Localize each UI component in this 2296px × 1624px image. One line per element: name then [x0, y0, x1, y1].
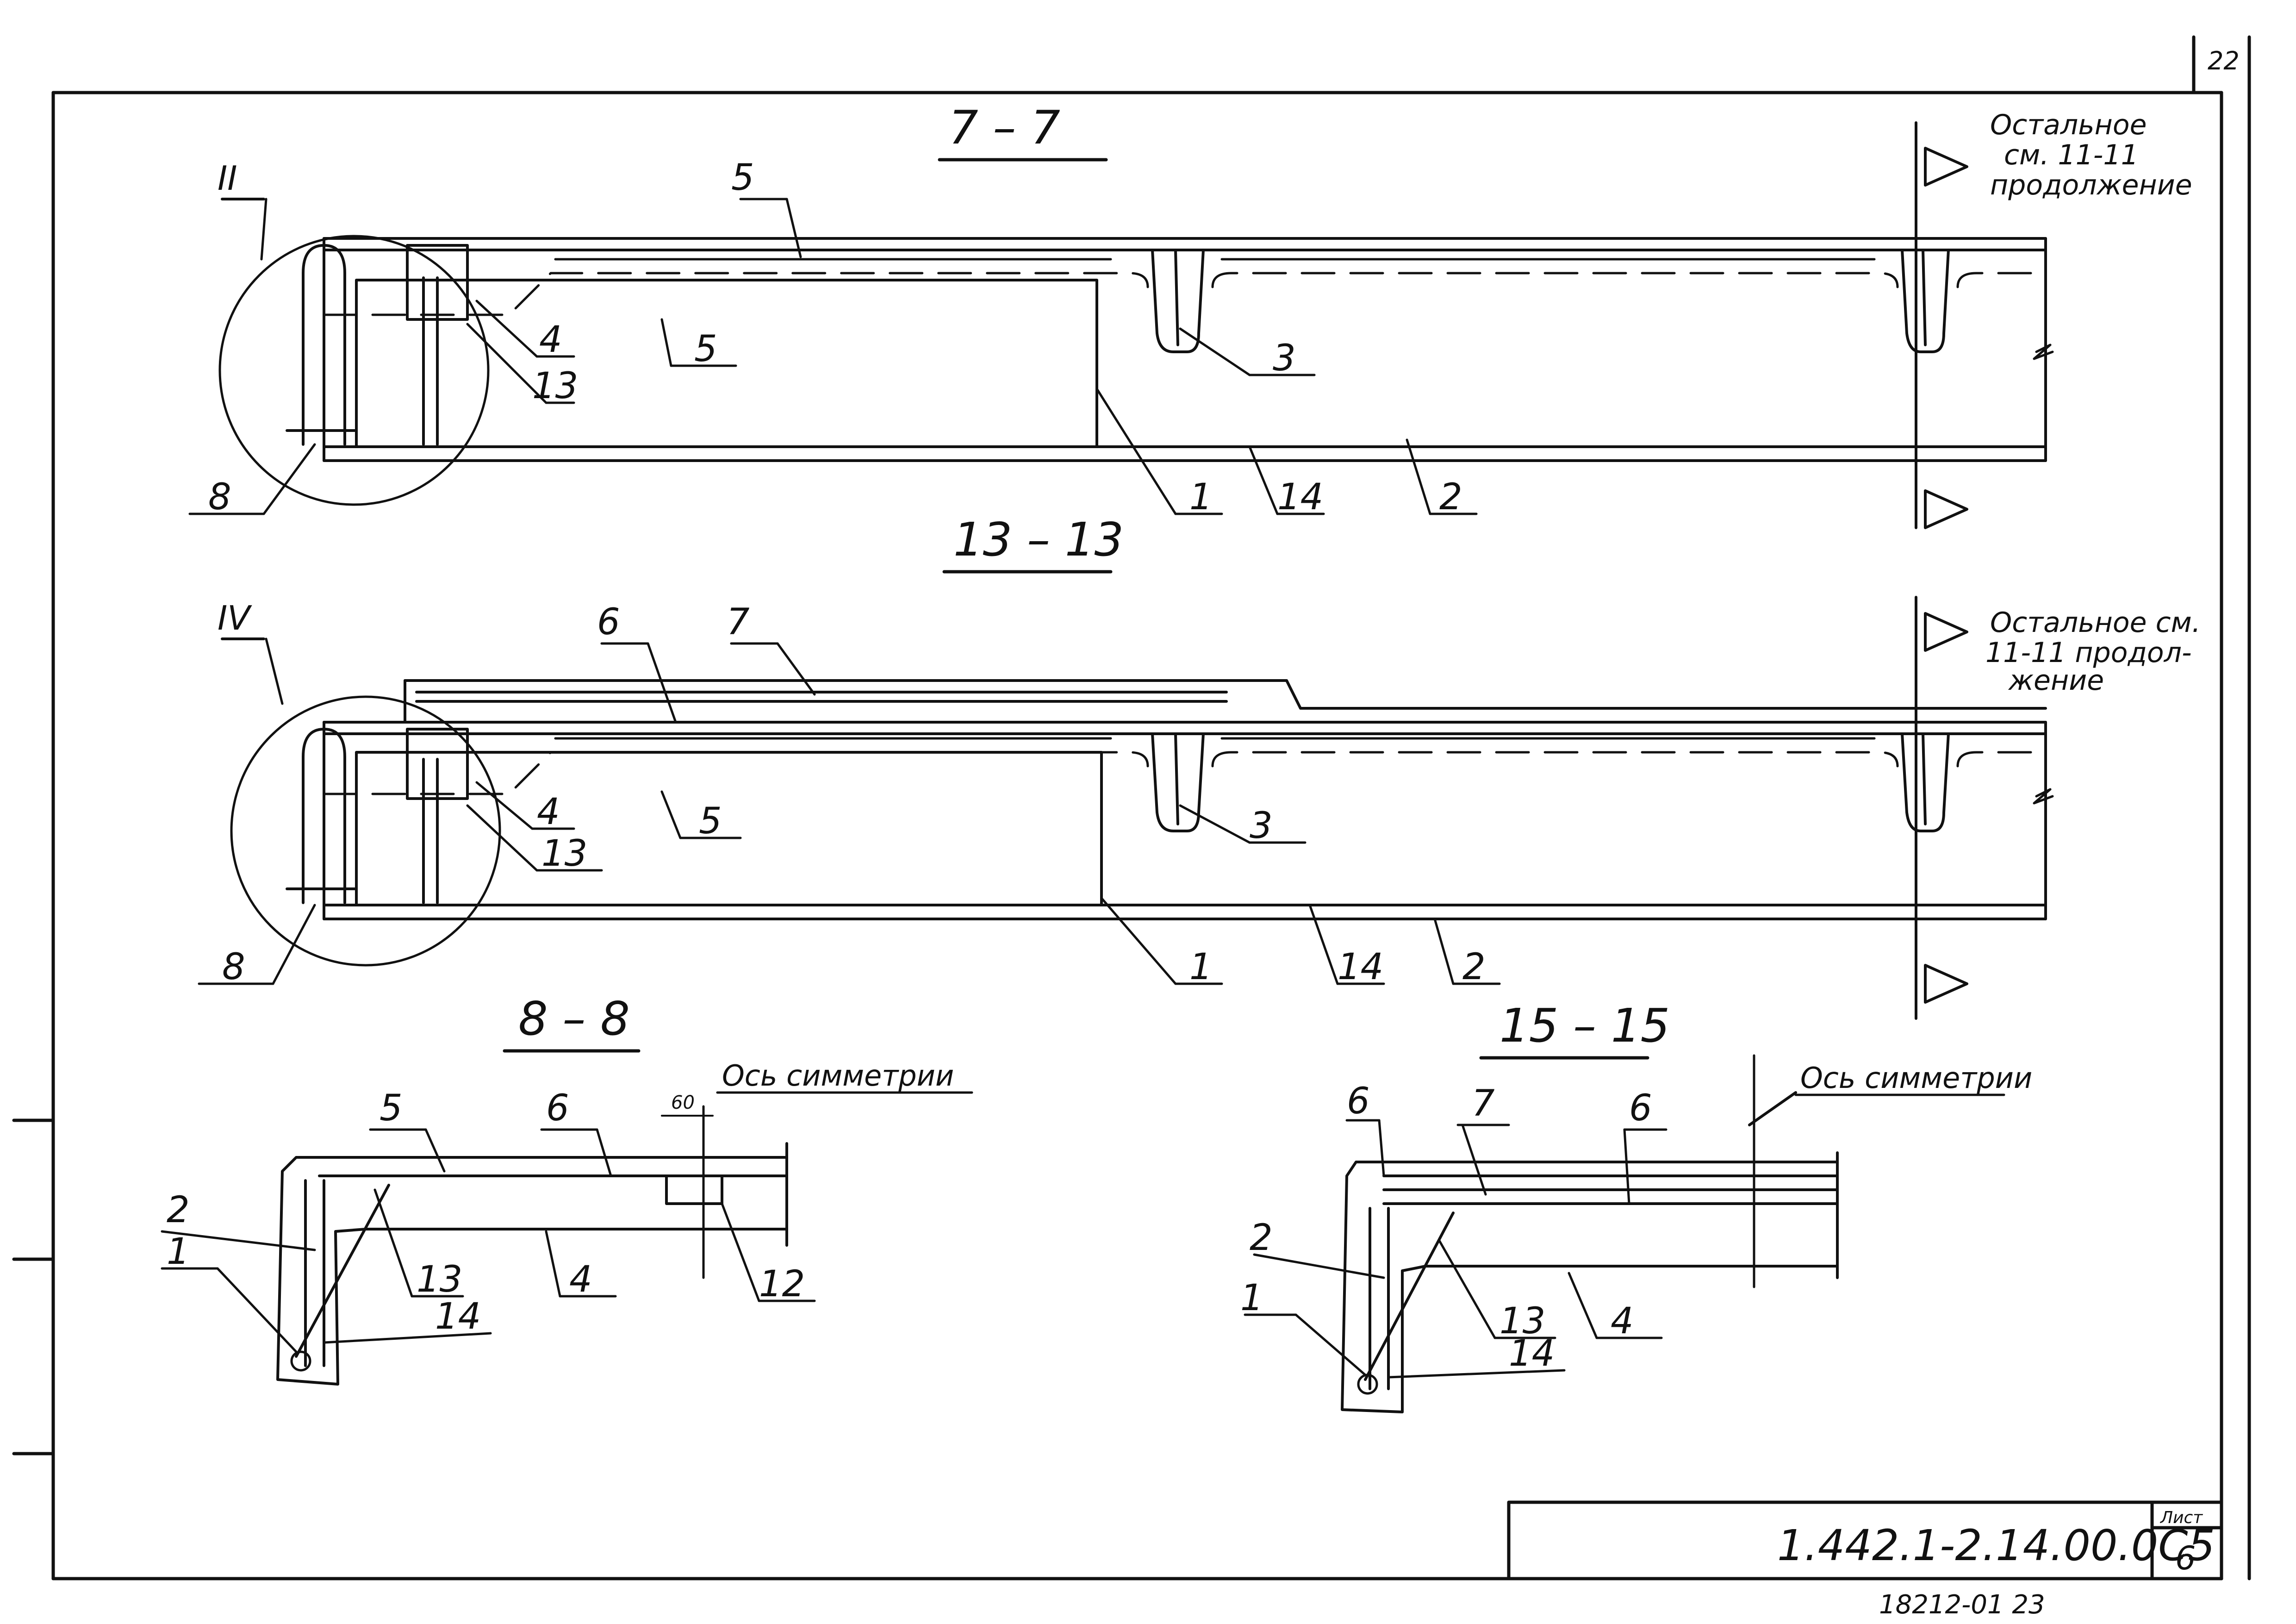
sheet-frame	[51, 35, 2251, 1580]
callout-2: 2	[1462, 946, 1486, 988]
note-line-3: продолжение	[1990, 169, 2192, 201]
callout-13: 13	[1500, 1300, 1545, 1342]
callout-4: 4	[539, 319, 562, 361]
section-title: 7 – 7	[949, 100, 1060, 155]
section-title: 15 – 15	[1500, 999, 1670, 1053]
callout-7: 7	[1472, 1083, 1495, 1124]
callout-6: 5	[731, 157, 754, 199]
section-title: 13 – 13	[953, 512, 1124, 567]
callout-1: 1	[1240, 1277, 1263, 1319]
callout-14: 14	[1509, 1333, 1555, 1374]
callout-2: 2	[167, 1189, 190, 1231]
note-line-1: Остальное см.	[1990, 606, 2201, 639]
callout-6: 6	[1629, 1087, 1652, 1129]
callout-14: 14	[435, 1296, 481, 1337]
callout-5: 6	[1347, 1081, 1370, 1122]
callout-13: 13	[541, 833, 587, 874]
callout-1: 1	[1189, 476, 1213, 518]
callout-2: 2	[1250, 1217, 1273, 1259]
callout-7: 7	[727, 601, 750, 643]
note-line-2: 11-11 продол-	[1985, 637, 2192, 669]
callout-6: 6	[546, 1087, 569, 1129]
callout-13: 13	[417, 1259, 462, 1300]
margin-ticks	[12, 1118, 55, 1455]
sheet-number: 6	[2175, 1539, 2196, 1577]
callout-5: 5	[699, 800, 722, 842]
callout-8: 8	[222, 946, 245, 988]
callout-2: 2	[1439, 476, 1462, 518]
section-13-13: 13 – 13	[198, 512, 2201, 1020]
callout-14: 14	[1277, 476, 1323, 518]
document-code: 1.442.1-2.14.00.0С5	[1777, 1521, 2215, 1570]
sheet-label: Лист	[2159, 1508, 2203, 1527]
dimension-60: 60	[671, 1092, 695, 1113]
page-number: 22	[2208, 46, 2240, 75]
callout-6: 6	[597, 601, 620, 643]
callout-5: 5	[380, 1087, 403, 1129]
callout-12: 12	[759, 1263, 805, 1305]
callout-4: 4	[569, 1259, 592, 1300]
callout-3: 3	[1250, 805, 1273, 847]
title-block	[1507, 1500, 2223, 1580]
section-title: 8 – 8	[518, 992, 630, 1046]
callout-5: 5	[694, 328, 717, 370]
note-line-2: см. 11-11	[2004, 139, 2139, 171]
callout-8: 8	[208, 476, 231, 518]
callout-4: 4	[1611, 1300, 1634, 1342]
section-7-7: 7 – 7	[188, 100, 2192, 529]
callout-13: 13	[532, 365, 578, 407]
callout-3: 3	[1273, 337, 1296, 379]
archive-number: 18212-01 23	[1879, 1590, 2045, 1620]
section-8-8: 8 – 8 60 Ось симметрии 5 6 2	[161, 992, 973, 1386]
node-mark: IV	[218, 599, 252, 637]
note-line-1: Остальное	[1990, 109, 2147, 141]
axis-label: Ось симметрии	[1800, 1061, 2032, 1095]
callout-1: 1	[167, 1231, 190, 1273]
note-line-3: жение	[2008, 664, 2104, 697]
section-15-15: 15 – 15 Ось симметрии 6 7 6	[1240, 999, 2032, 1413]
callout-4: 4	[537, 791, 560, 833]
callout-14: 14	[1338, 946, 1383, 988]
callout-1: 1	[1189, 946, 1213, 988]
node-mark: II	[218, 159, 237, 198]
axis-label: Ось симметрии	[722, 1059, 954, 1093]
